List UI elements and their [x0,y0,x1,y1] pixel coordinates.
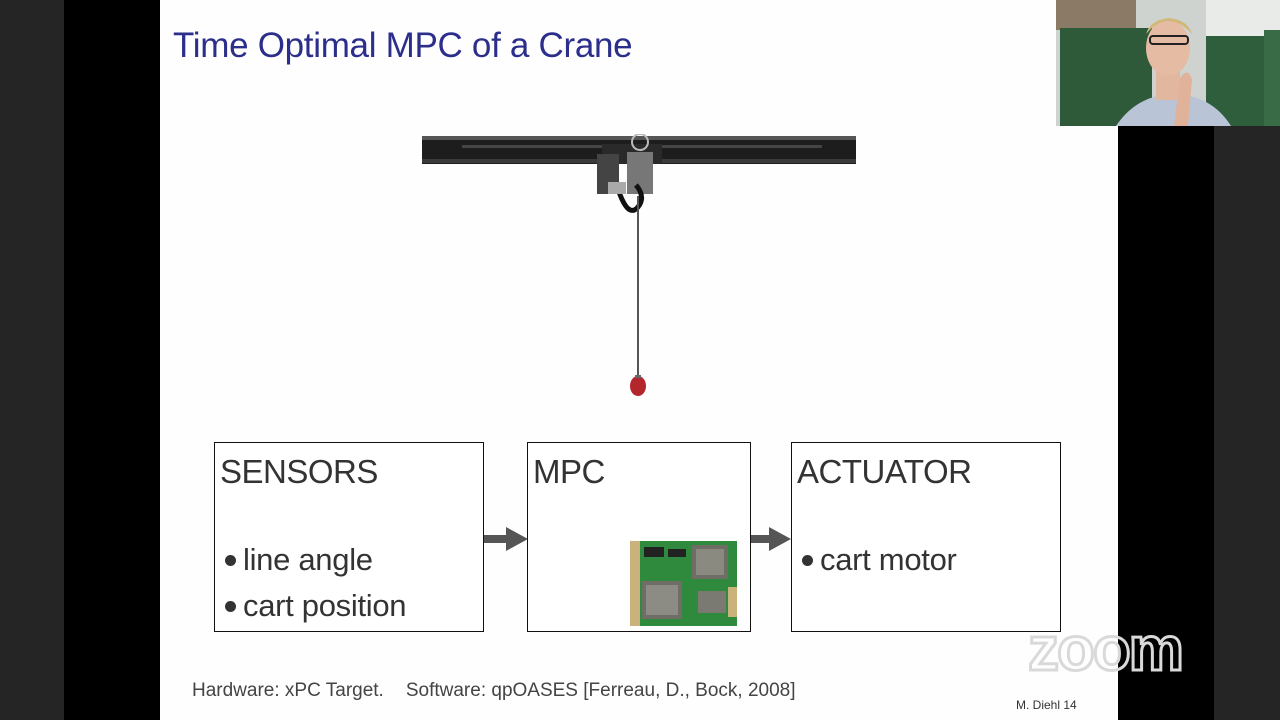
list-item: line angle [225,537,406,583]
bullet-icon [802,554,813,566]
sensors-list: line angle cart position [225,537,407,629]
arrow-right-icon [484,527,528,551]
slide-title: Time Optimal MPC of a Crane [173,26,633,65]
bullet-icon [225,554,236,566]
mpc-box: MPC [527,442,751,632]
left-margin [0,0,64,720]
slide-footer: Hardware: xPC Target. Software: qpOASES [… [192,680,818,702]
list-item: cart motor [802,537,957,583]
actuator-box: ACTUATOR cart motor [791,442,1061,632]
mpc-title: MPC [533,453,605,490]
zoom-logo: zoom [1028,620,1185,680]
list-item: cart position [225,583,407,629]
hardware-note: Hardware: xPC Target. [192,680,384,701]
actuator-list: cart motor [802,537,957,583]
svg-text:zoom: zoom [1028,620,1182,680]
actuator-title: ACTUATOR [797,453,972,490]
bullet-icon [225,600,236,612]
page-number: M. Diehl 14 [1016,698,1077,712]
sensors-box: SENSORS line angle cart position [214,442,484,632]
presentation-slide: Time Optimal MPC of a Crane SENSORS line… [160,0,1118,720]
crane-photo [422,134,856,396]
software-note: Software: qpOASES [Ferreau, D., Bock, 20… [405,680,796,701]
participant-video-tile[interactable] [1056,0,1280,126]
left-letterbox [64,0,160,720]
arrow-right-icon [751,527,791,551]
speaker-video-frame [1056,0,1280,126]
sensors-title: SENSORS [220,453,378,490]
circuit-board-photo [630,541,737,626]
